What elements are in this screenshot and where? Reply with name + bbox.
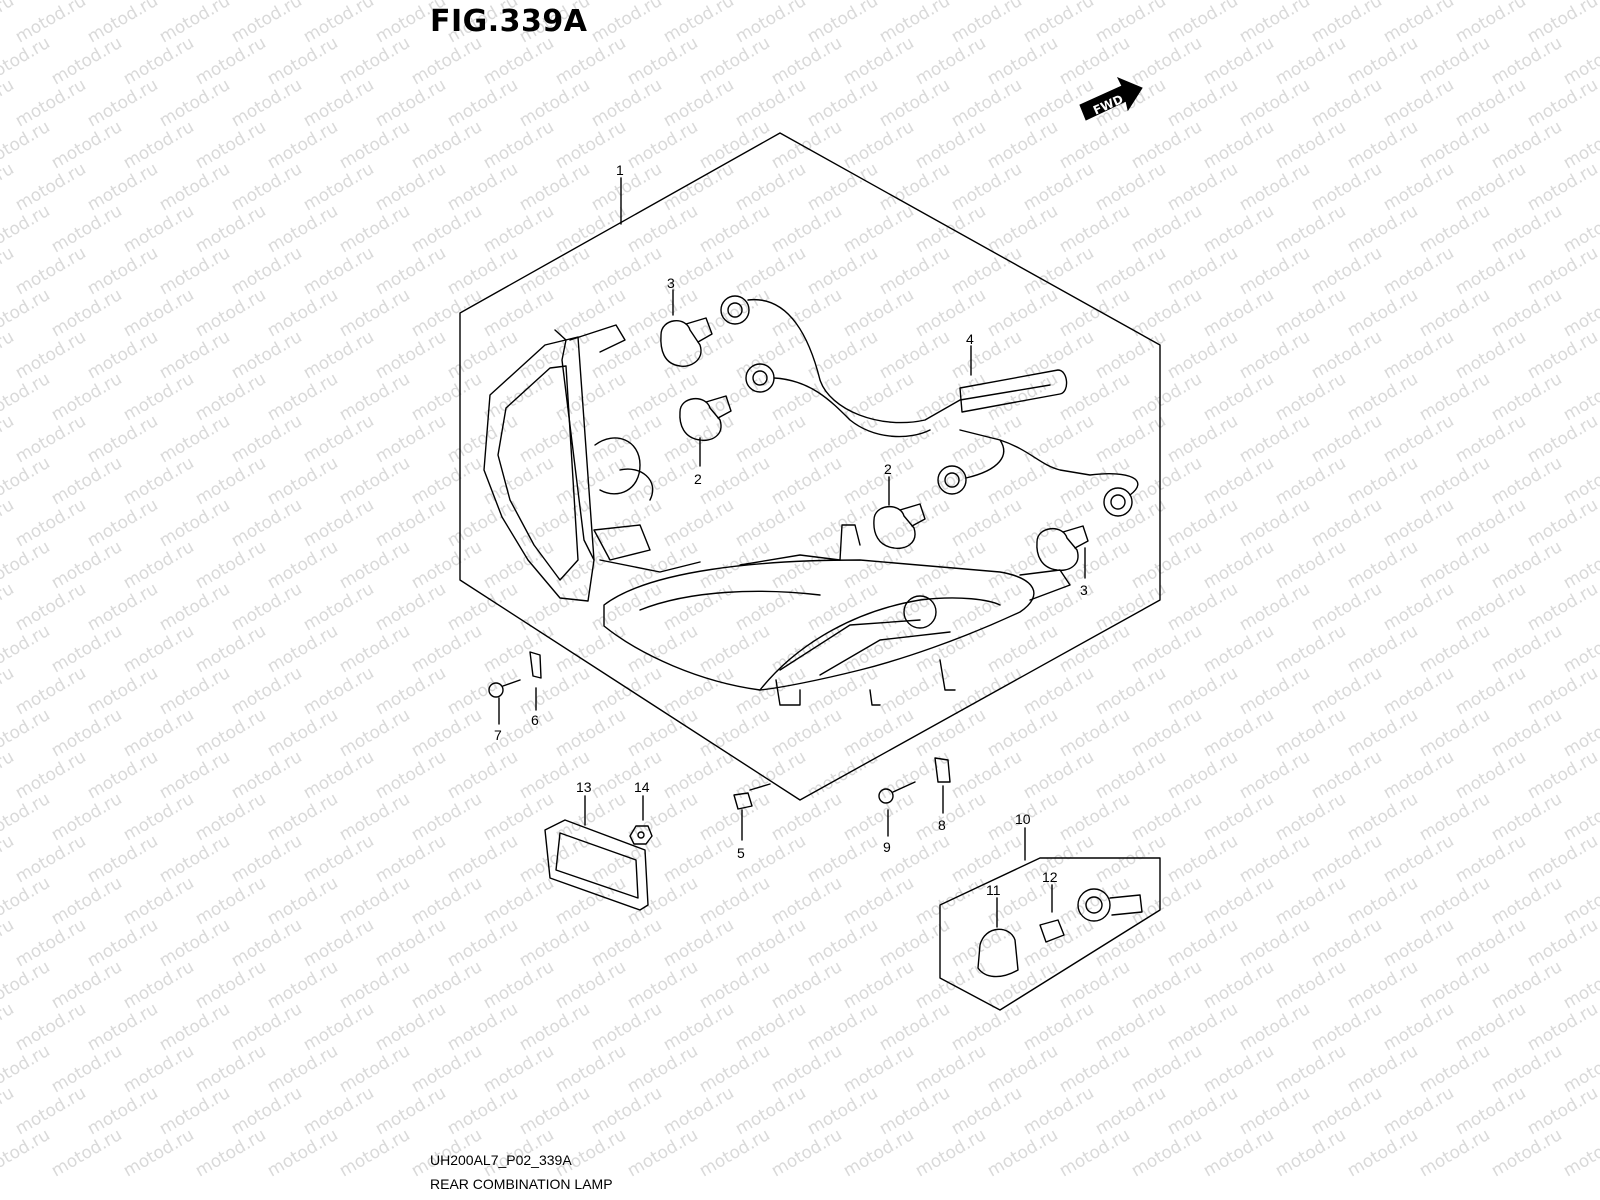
callout-6: 6	[531, 712, 539, 728]
bulb-2-right	[873, 503, 926, 550]
callout-1: 1	[616, 162, 624, 178]
bulb-2-left	[679, 395, 732, 442]
callout-3-right: 3	[1080, 582, 1088, 598]
callout-12: 12	[1042, 869, 1058, 885]
bulb-12	[1039, 919, 1065, 943]
bulb-3-right	[1036, 525, 1089, 572]
drawing-code: UH200AL7_P02_339A	[430, 1152, 572, 1168]
callout-8: 8	[938, 817, 946, 833]
callout-3-top: 3	[667, 275, 675, 291]
callout-13: 13	[576, 779, 592, 795]
bulb-3-top	[660, 317, 713, 367]
left-lamp-housing	[483, 324, 701, 602]
callout-9: 9	[883, 839, 891, 855]
callout-11: 11	[986, 882, 1001, 898]
screw-5	[733, 783, 771, 810]
callout-2-left: 2	[694, 471, 702, 487]
reflector-13	[544, 819, 649, 911]
wire-harness-4	[720, 295, 1139, 517]
lens-cap-11	[977, 928, 1019, 978]
callout-2-right: 2	[884, 461, 892, 477]
clip-8	[934, 757, 951, 783]
forward-direction-arrow: FWD	[1079, 77, 1143, 121]
nut-14	[629, 825, 653, 845]
lower-lamp-lens	[603, 524, 1071, 706]
callout-labels: 1 2 2 3 3 4 5 6 7 8 9 10 11 12 13 14	[494, 162, 1088, 898]
clip-6	[529, 651, 542, 679]
screw-9	[878, 781, 916, 804]
drawing-caption: REAR COMBINATION LAMP	[430, 1176, 613, 1192]
callout-4: 4	[966, 331, 974, 347]
callout-14: 14	[634, 779, 650, 795]
screw-7	[488, 679, 521, 698]
kit-10-boundary	[939, 857, 1161, 1011]
figure-title: FIG.339A	[430, 4, 588, 39]
callout-5: 5	[737, 845, 745, 861]
callout-10: 10	[1015, 811, 1031, 827]
callout-7: 7	[494, 727, 502, 743]
socket-12	[1077, 888, 1143, 922]
assembly-1-boundary	[459, 132, 1161, 801]
